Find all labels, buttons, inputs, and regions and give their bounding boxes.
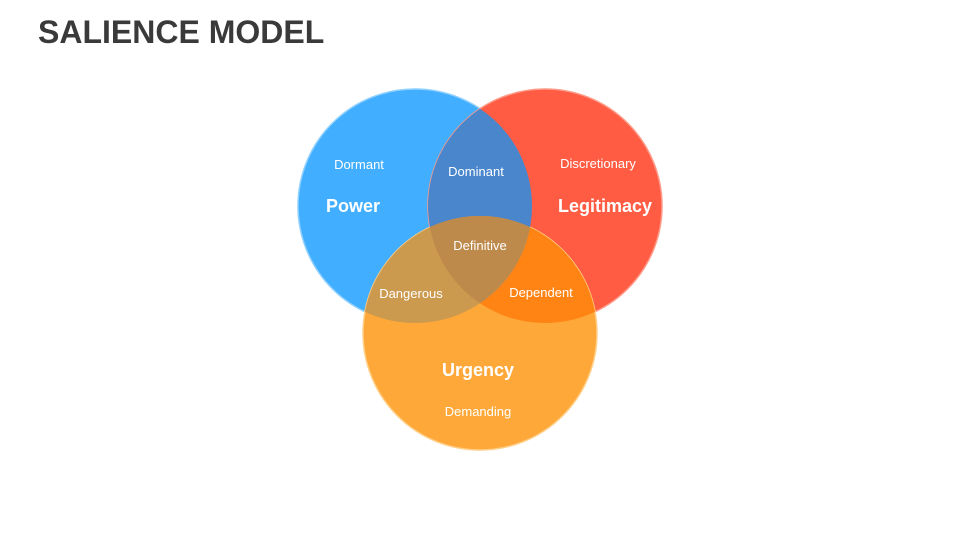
dormant-label: Dormant xyxy=(334,157,384,172)
dependent-label: Dependent xyxy=(509,285,573,300)
power-label: Power xyxy=(326,196,380,216)
dominant-label: Dominant xyxy=(448,164,504,179)
page-title: SALIENCE MODEL xyxy=(38,14,325,50)
power-urgency-overlap xyxy=(363,216,532,323)
discretionary-label: Discretionary xyxy=(560,156,636,171)
legitimacy-label: Legitimacy xyxy=(558,196,652,216)
demanding-label: Demanding xyxy=(445,404,512,419)
urgency-label: Urgency xyxy=(442,360,514,380)
dangerous-label: Dangerous xyxy=(379,286,443,301)
definitive-label: Definitive xyxy=(453,238,506,253)
legitimacy-urgency-overlap xyxy=(428,216,597,323)
